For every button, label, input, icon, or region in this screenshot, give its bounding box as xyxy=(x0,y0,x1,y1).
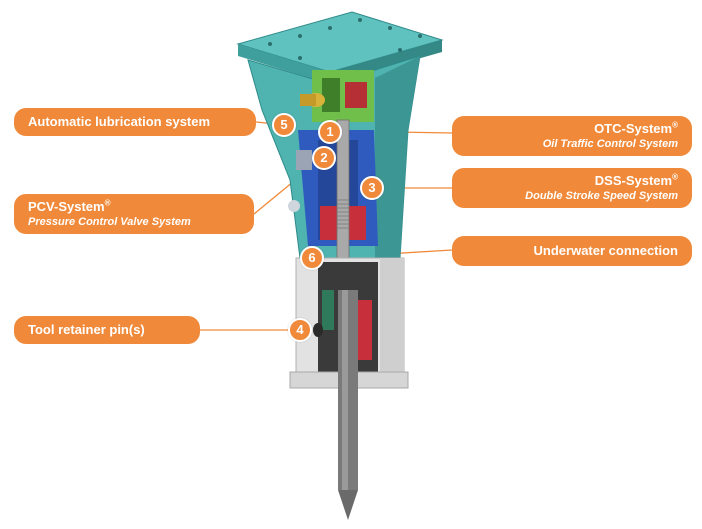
callout-title: OTC-System® xyxy=(594,120,678,136)
lubrication-fitting-body xyxy=(300,94,316,106)
marker-6: 6 xyxy=(300,246,324,270)
callout-otc-system: OTC-System® Oil Traffic Control System xyxy=(452,116,692,156)
callout-title: Underwater connection xyxy=(533,243,678,258)
marker-1: 1 xyxy=(318,120,342,144)
pcv-valve xyxy=(296,150,312,170)
lower-cutaway-green xyxy=(322,290,334,330)
callout-title: Automatic lubrication system xyxy=(28,114,211,129)
callout-title: DSS-System® xyxy=(594,172,678,188)
chisel-tip xyxy=(338,490,358,520)
callout-dss-system: DSS-System® Double Stroke Speed System xyxy=(452,168,692,208)
callout-subtitle: Double Stroke Speed System xyxy=(525,189,678,202)
callout-tool-retainer-pin: Tool retainer pin(s) xyxy=(14,316,200,344)
callout-title: PCV-System® xyxy=(28,198,111,214)
callout-title: Tool retainer pin(s) xyxy=(28,322,145,337)
housing-right-face xyxy=(375,56,420,258)
valve-block-red xyxy=(345,82,367,108)
marker-3: 3 xyxy=(360,176,384,200)
valve-block-dark xyxy=(322,78,340,112)
top-flange-left-side xyxy=(238,44,330,84)
callout-subtitle: Oil Traffic Control System xyxy=(542,137,678,150)
retainer-pin-hole xyxy=(313,323,323,337)
pcv-screw xyxy=(288,200,300,212)
callout-pcv-system: PCV-System® Pressure Control Valve Syste… xyxy=(14,194,254,234)
marker-2: 2 xyxy=(312,146,336,170)
marker-4: 4 xyxy=(288,318,312,342)
chisel-highlight xyxy=(342,290,348,490)
callout-automatic-lubrication: Automatic lubrication system xyxy=(14,108,256,136)
callout-underwater-connection: Underwater connection xyxy=(452,236,692,266)
marker-5: 5 xyxy=(272,113,296,137)
callout-subtitle: Pressure Control Valve System xyxy=(28,215,191,228)
lower-housing-shade xyxy=(380,258,404,380)
